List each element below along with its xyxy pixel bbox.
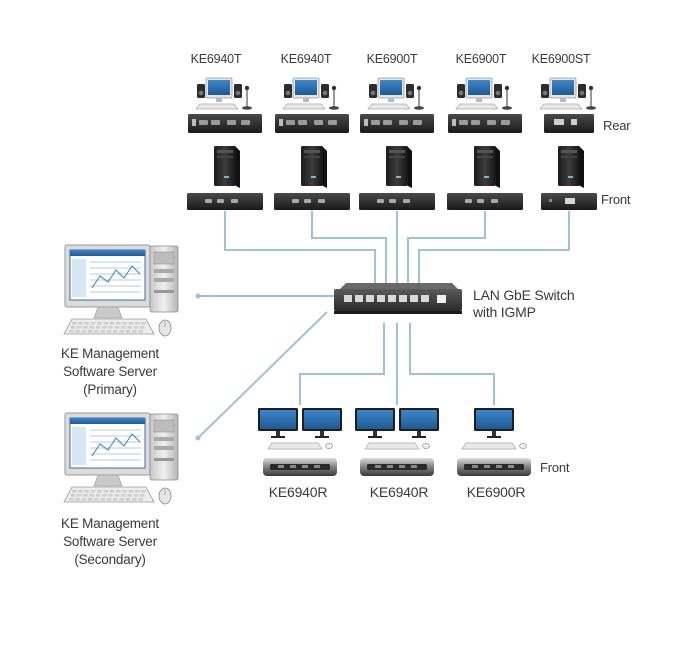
server-secondary-line2: Software Server — [63, 534, 157, 549]
workstation-icon — [282, 77, 339, 110]
monitor-icon — [474, 408, 514, 438]
tx-rear-unit — [448, 114, 522, 133]
switch-ports — [344, 295, 446, 303]
rx-model-3: KE6900R — [466, 484, 526, 500]
connection-lines — [195, 211, 570, 441]
keyboard-icon — [267, 442, 323, 450]
computer-tower-icon — [386, 146, 412, 188]
workstation-icon — [539, 77, 596, 110]
tx-column-1 — [187, 77, 263, 210]
tx-model-5: KE6900ST — [531, 52, 591, 66]
link-endpoint-secondary — [195, 435, 201, 441]
tx-column-3 — [359, 77, 435, 210]
monitor-icon — [355, 408, 395, 438]
rx-device — [263, 458, 337, 476]
link-tx5 — [418, 211, 570, 283]
server-group — [63, 244, 179, 505]
computer-tower-icon — [558, 146, 584, 188]
server-secondary-caption: KE Management Software Server (Secondary… — [40, 515, 180, 569]
tx-front-unit — [541, 193, 597, 210]
link-tx4 — [407, 211, 486, 283]
server-primary-line1: KE Management — [61, 346, 159, 361]
rx-station-2 — [355, 408, 439, 476]
monitor-icon — [258, 408, 298, 438]
link-rx1 — [299, 323, 385, 405]
tx-rear-unit — [275, 114, 349, 133]
tx-model-3: KE6900T — [366, 52, 418, 66]
monitor-icon — [302, 408, 342, 438]
computer-tower-icon — [474, 146, 500, 188]
keyboard-icon — [367, 103, 411, 110]
monitor-icon — [64, 244, 151, 319]
rx-device — [457, 458, 531, 476]
mouse-icon — [422, 443, 430, 449]
tx-front-unit — [447, 193, 523, 210]
computer-tower-icon — [301, 146, 327, 188]
receiver-group — [258, 408, 531, 476]
transmitter-group — [187, 77, 597, 210]
link-rx3 — [409, 323, 495, 405]
monitor-icon — [399, 408, 439, 438]
server-secondary-line3: (Secondary) — [74, 552, 146, 567]
rx-station-1 — [258, 408, 342, 476]
computer-tower-icon — [149, 413, 179, 481]
tx-model-1: KE6940T — [190, 52, 242, 66]
workstation-icon — [195, 77, 252, 110]
link-endpoint-primary — [195, 293, 201, 299]
mouse-icon — [325, 443, 333, 449]
rx-station-3 — [457, 408, 531, 476]
tx-front-unit — [274, 193, 350, 210]
tx-column-5 — [539, 77, 597, 210]
lan-switch — [334, 283, 462, 314]
tx-model-2: KE6940T — [280, 52, 332, 66]
keyboard-icon — [364, 442, 420, 450]
server-primary-line2: Software Server — [63, 364, 157, 379]
rx-model-2: KE6940R — [369, 484, 429, 500]
front-label-tx: Front — [601, 192, 631, 207]
server-secondary-line1: KE Management — [61, 516, 159, 531]
switch-label-line2: with IGMP — [473, 304, 536, 320]
monitor-icon — [64, 412, 151, 487]
rx-device — [360, 458, 434, 476]
keyboard-icon — [195, 103, 239, 110]
link-tx2 — [311, 211, 387, 283]
tx-front-unit — [359, 193, 435, 210]
front-label-rx: Front — [540, 460, 570, 475]
tx-model-4: KE6900T — [455, 52, 507, 66]
computer-tower-icon — [149, 245, 179, 313]
rx-model-1: KE6940R — [268, 484, 328, 500]
keyboard-icon — [282, 103, 326, 110]
rear-label: Rear — [603, 118, 631, 133]
server-primary-line3: (Primary) — [83, 382, 137, 397]
switch-label-line1: LAN GbE Switch — [473, 287, 575, 303]
tx-column-2 — [274, 77, 350, 210]
server-primary — [63, 244, 179, 337]
tx-rear-unit — [360, 114, 434, 133]
server-secondary — [63, 412, 179, 505]
keyboard-icon — [461, 442, 517, 450]
mouse-icon — [158, 319, 172, 337]
workstation-icon — [455, 77, 512, 110]
link-tx1 — [224, 211, 376, 283]
tx-column-4 — [447, 77, 523, 210]
link-server-secondary — [197, 311, 328, 439]
workstation-icon — [367, 77, 424, 110]
tx-front-unit — [187, 193, 263, 210]
mouse-icon — [519, 443, 527, 449]
computer-tower-icon — [214, 146, 240, 188]
keyboard-icon — [539, 103, 583, 110]
server-primary-caption: KE Management Software Server (Primary) — [40, 345, 180, 399]
tx-rear-unit — [544, 114, 594, 133]
keyboard-icon — [455, 103, 499, 110]
tx-rear-unit — [188, 114, 262, 133]
mouse-icon — [158, 487, 172, 505]
